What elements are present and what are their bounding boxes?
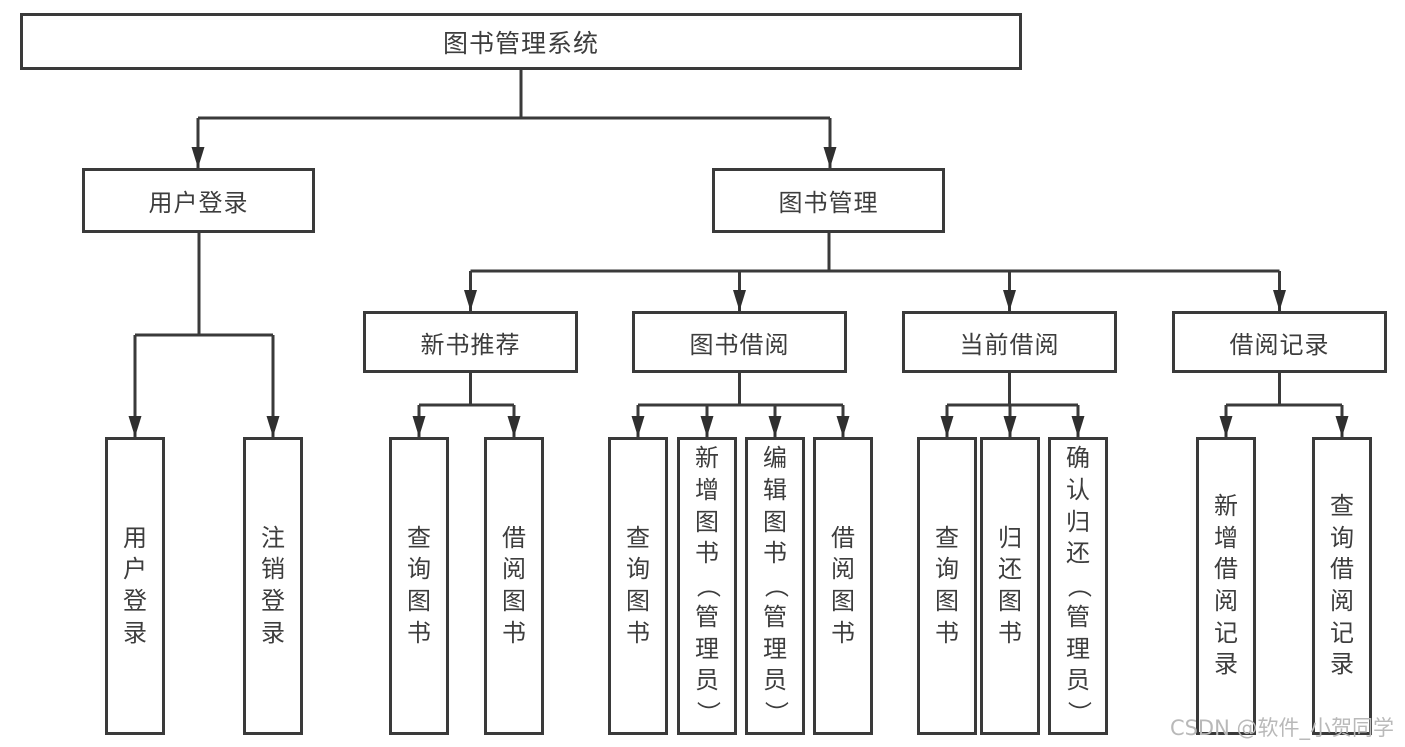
- node-library-system: 图书管理系统: [20, 13, 1022, 70]
- arrowheads: [128, 147, 1349, 437]
- node-book-borrowing: 图书借阅: [632, 311, 847, 373]
- watermark: CSDN @软件_小贺同学: [1169, 716, 1394, 740]
- leaf-br-query-record: 查询借阅记录: [1312, 437, 1372, 735]
- leaf-bb-add-book-admin: 新增图书（管理员）: [677, 437, 737, 735]
- leaf-br-add-record: 新增借阅记录: [1196, 437, 1256, 735]
- node-label: 图书管理: [778, 189, 879, 217]
- node-borrowing-records: 借阅记录: [1172, 311, 1387, 373]
- node-label: 当前借阅: [959, 330, 1060, 359]
- leaf-user-login: 用户登录: [105, 437, 165, 735]
- leaf-cb-query-books: 查询图书: [917, 437, 977, 735]
- node-label: 用户登录: [148, 189, 249, 217]
- node-user-login: 用户登录: [82, 168, 315, 233]
- node-label: 图书借阅: [689, 330, 790, 359]
- leaf-logout: 注销登录: [243, 437, 303, 735]
- leaf-bb-edit-book-admin: 编辑图书（管理员）: [745, 437, 805, 735]
- node-book-management: 图书管理: [712, 168, 945, 233]
- node-label: 借阅记录: [1229, 330, 1330, 359]
- node-label: 新书推荐: [420, 330, 521, 359]
- leaf-bb-borrow-books: 借阅图书: [813, 437, 873, 735]
- node-current-borrowing: 当前借阅: [902, 311, 1117, 373]
- node-new-book-recommend: 新书推荐: [363, 311, 578, 373]
- leaf-nb-query-books: 查询图书: [389, 437, 449, 735]
- leaf-nb-borrow-books: 借阅图书: [484, 437, 544, 735]
- leaf-cb-confirm-return-admin: 确认归还（管理员）: [1048, 437, 1108, 735]
- leaf-bb-query-books: 查询图书: [608, 437, 668, 735]
- leaf-cb-return-books: 归还图书: [980, 437, 1040, 735]
- node-label: 图书管理系统: [442, 28, 599, 58]
